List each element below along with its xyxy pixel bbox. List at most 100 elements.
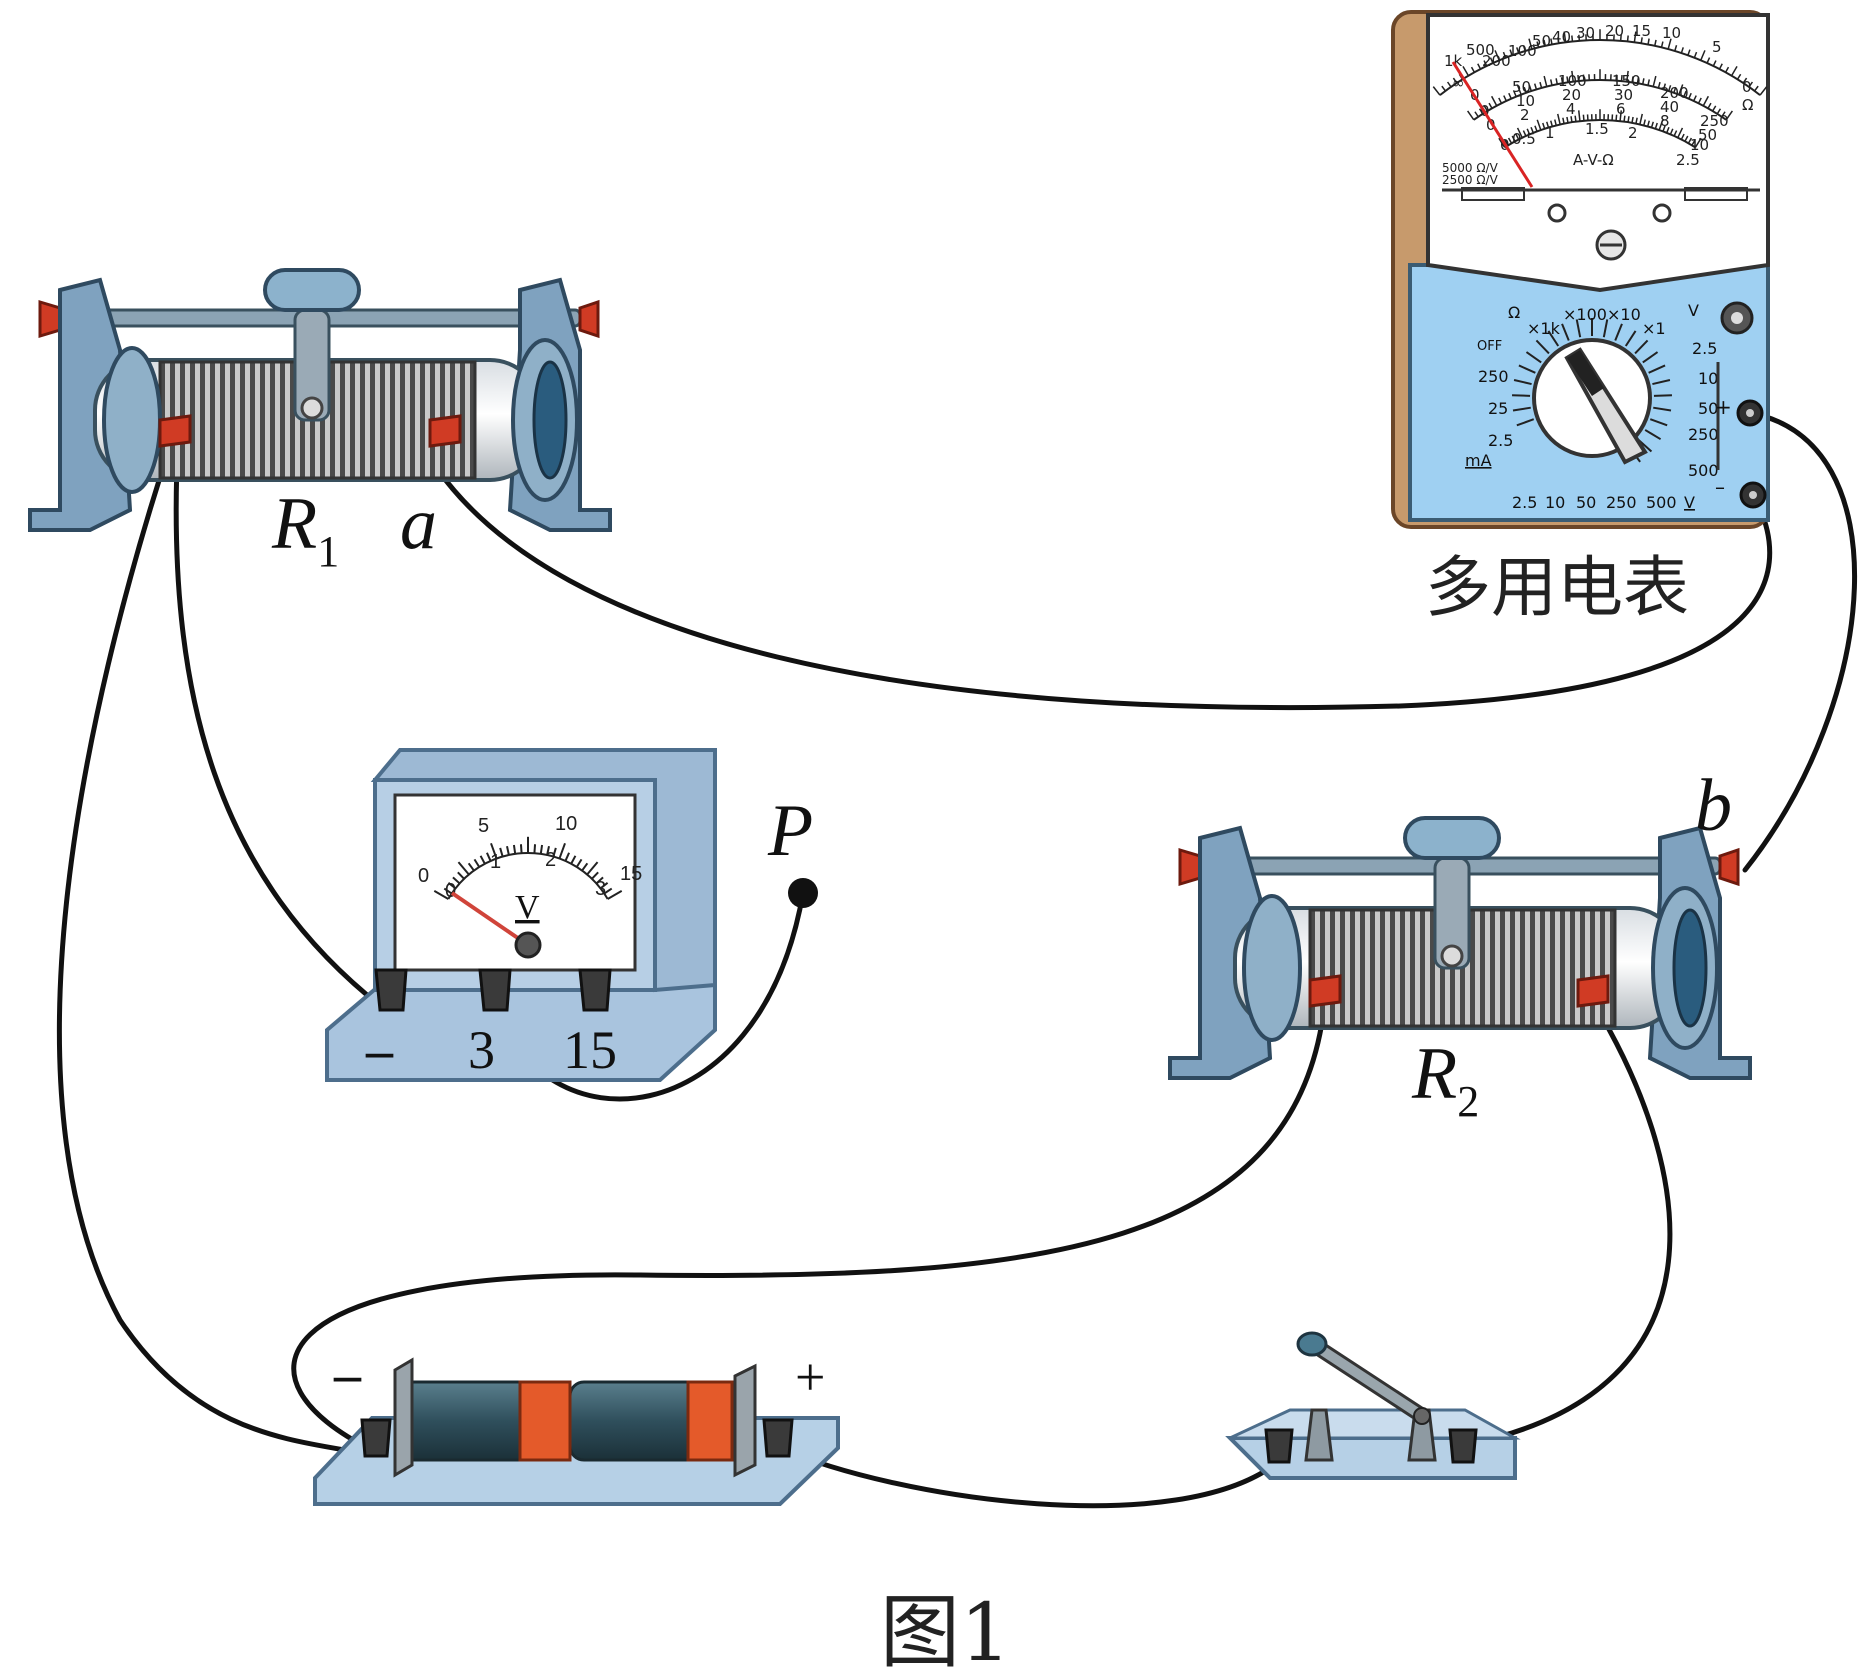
- multimeter-tick: [1511, 135, 1516, 142]
- multimeter-tick: [1528, 85, 1532, 92]
- terminal-r2-b[interactable]: [1718, 847, 1740, 887]
- multimeter-tick: [1633, 31, 1637, 43]
- r2-label: R2: [1411, 1033, 1479, 1126]
- scale-mid-250: 250: [1700, 112, 1729, 130]
- rheostat-r1: [28, 268, 612, 532]
- multimeter-tick: [1753, 85, 1759, 92]
- range-selector-tick: [1561, 323, 1570, 341]
- switch-handle[interactable]: [1296, 1331, 1328, 1357]
- scale-ohm-1k: 1k: [1444, 52, 1463, 70]
- multimeter-tick: [1526, 128, 1531, 135]
- multimeter-tick: [1571, 35, 1574, 42]
- scale-ac-15: 1.5: [1585, 120, 1609, 138]
- multimeter-tick: [1631, 116, 1634, 124]
- voltmeter-tick: [512, 844, 517, 855]
- dial-x100: ×100: [1563, 305, 1607, 324]
- switch-terminal-left[interactable]: [1264, 1428, 1294, 1464]
- multimeter-tick: [1667, 38, 1672, 50]
- multimeter-tick: [1619, 110, 1623, 122]
- scale-mid2-20: 20: [1562, 86, 1581, 104]
- battery-terminal-pos[interactable]: [762, 1418, 794, 1458]
- terminal-knob: [38, 299, 62, 339]
- scale-ohm-20: 20: [1605, 22, 1624, 40]
- multimeter-tick: [1542, 122, 1546, 129]
- multimeter-tick: [1636, 77, 1640, 84]
- multimeter-tick: [1683, 90, 1687, 97]
- voltmeter-unit: V: [515, 889, 540, 926]
- range-selector-tick: [1653, 406, 1672, 412]
- slider-knob[interactable]: [263, 268, 361, 312]
- voltmeter-scale-bottom-2: 2: [545, 849, 556, 871]
- voltmeter-terminal-neg[interactable]: [374, 968, 408, 1012]
- multimeter-tick: [1504, 139, 1509, 146]
- multimeter-tick: [1684, 135, 1689, 142]
- terminal-r2-right[interactable]: [1576, 974, 1610, 1008]
- voltmeter-tick: [473, 858, 481, 868]
- scale-mid-200: 200: [1660, 84, 1689, 102]
- multimeter-caption: 多用电表: [1425, 549, 1689, 626]
- multimeter-tick: [1549, 79, 1553, 86]
- voltmeter-tick: [539, 844, 544, 855]
- dial-ma-label: mA: [1465, 451, 1492, 470]
- voltmeter-tick: [552, 847, 557, 857]
- multimeter-tick: [1556, 113, 1561, 125]
- voltmeter-tick: [457, 861, 470, 876]
- multimeter-tick: [1582, 114, 1585, 121]
- voltmeter-terminal-3[interactable]: [478, 968, 512, 1012]
- multimeter-tick: [1662, 83, 1667, 90]
- multimeter-tick: [1623, 115, 1626, 122]
- scale-ohm-200: 200: [1482, 52, 1511, 70]
- range-selector-tick: [1516, 418, 1535, 427]
- voltmeter-terminal-15[interactable]: [578, 968, 612, 1012]
- multimeter-tick: [1662, 125, 1666, 132]
- multimeter-tick: [1474, 111, 1479, 118]
- dial-vb-50: 50: [1576, 493, 1596, 512]
- voltmeter-tick: [443, 887, 453, 895]
- probe-p[interactable]: [788, 878, 818, 908]
- knife-switch[interactable]: [1225, 1331, 1521, 1480]
- voltmeter-arc: [447, 852, 609, 900]
- terminal-r2-left[interactable]: [1308, 974, 1342, 1008]
- voltmeter-tick: [533, 844, 537, 854]
- stand-left: [28, 277, 133, 532]
- multimeter-needle: [1451, 61, 1534, 188]
- multimeter: ∞ 1k 500 200 100 50 40 30 20 15 10 5 0 Ω…: [1391, 10, 1770, 529]
- multimeter-tick: [1724, 66, 1730, 73]
- terminal-r1-left[interactable]: [158, 414, 192, 448]
- range-selector-tick: [1513, 379, 1532, 386]
- terminal-r1-a[interactable]: [428, 414, 462, 448]
- multimeter-tick: [1657, 81, 1661, 89]
- adjust-screw-right[interactable]: [1652, 203, 1672, 223]
- terminal-b-label: b: [1695, 765, 1732, 847]
- dial-v-label: V: [1684, 493, 1695, 512]
- wire-r1-to-battery-neg: [56, 437, 375, 1458]
- dial-vb-10: 10: [1545, 493, 1565, 512]
- flange-hole: [1672, 908, 1708, 1028]
- mirror-right: [1684, 187, 1748, 201]
- multimeter-spec-2: 2500 Ω/V: [1442, 173, 1499, 187]
- voltmeter-tick: [486, 852, 492, 862]
- multimeter-tick: [1658, 119, 1664, 131]
- battery-terminal-neg[interactable]: [360, 1418, 392, 1458]
- voltmeter-scale-top-0: 0: [418, 865, 429, 887]
- multimeter-tick: [1640, 37, 1643, 44]
- switch-terminal-right[interactable]: [1448, 1428, 1478, 1464]
- multimeter-tick: [1678, 84, 1684, 95]
- scale-mid2-30: 30: [1614, 86, 1633, 104]
- multimeter-tick: [1550, 38, 1553, 45]
- scale-ohm-50: 50: [1532, 32, 1551, 50]
- battery-pos-label: +: [795, 1347, 825, 1407]
- wire-battery-pos-to-switch: [777, 1445, 1281, 1509]
- slider-knob[interactable]: [1403, 816, 1501, 860]
- multimeter-tick: [1650, 121, 1654, 128]
- voltmeter-label-3: 3: [468, 1020, 495, 1080]
- multimeter-tick: [1730, 66, 1738, 77]
- flange: [102, 346, 162, 494]
- slider-contact: [300, 396, 324, 420]
- multimeter-tick: [1446, 81, 1452, 88]
- scale-low-8: 8: [1660, 112, 1670, 130]
- multimeter-tick: [1725, 110, 1733, 121]
- voltmeter-scale-top-5: 5: [478, 815, 489, 837]
- adjust-screw-left[interactable]: [1547, 203, 1567, 223]
